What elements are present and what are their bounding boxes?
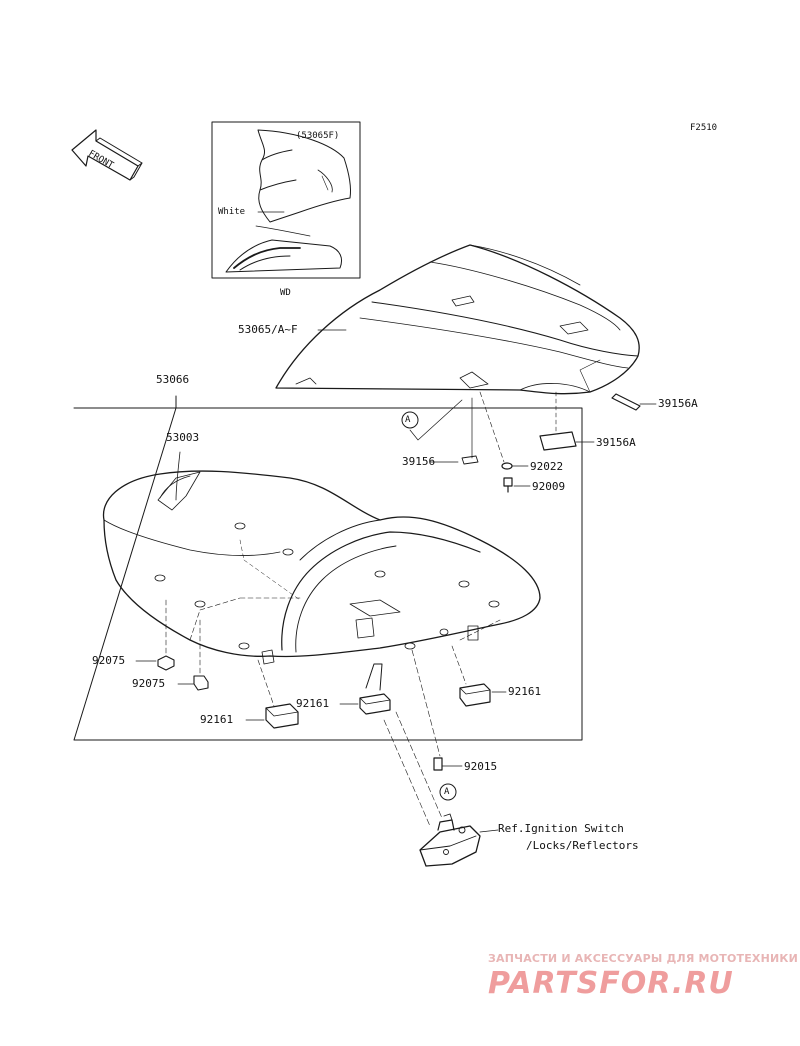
label-53065: 53065/A~F	[238, 323, 298, 336]
part-92075-nuts-drawing	[135, 599, 209, 691]
part-39156a-clip-drawing	[611, 393, 657, 411]
label-39156: 39156	[402, 455, 436, 468]
fastener-stack-drawing	[429, 391, 531, 493]
label-92075-b: 92075	[132, 677, 166, 690]
label-92161-right: 92161	[508, 685, 542, 698]
part-92161-dampers-drawing	[245, 645, 507, 729]
seat-cowl-drawing	[275, 244, 640, 395]
label-39156a-top: 39156A	[658, 397, 698, 410]
inset-frame	[211, 121, 361, 279]
label-53066: 53066	[156, 373, 190, 386]
label-92022: 92022	[530, 460, 564, 473]
marker-a-top-circle	[401, 411, 419, 429]
label-ref-line1: Ref.Ignition Switch	[498, 822, 624, 835]
marker-a-bottom-circle	[439, 783, 457, 801]
label-39156a-mid: 39156A	[596, 436, 636, 449]
inset-caption: WD	[280, 288, 291, 298]
lock-mechanism-drawing	[419, 813, 499, 867]
inset-part-label: (53065F)	[296, 131, 340, 141]
front-arrow-icon	[71, 129, 143, 181]
figure-code: F2510	[690, 123, 718, 133]
watermark-brand: PARTSFOR.RU	[488, 966, 734, 1001]
watermark-tagline: ЗАПЧАСТИ И АКСЕССУАРЫ ДЛЯ МОТОТЕХНИКИ	[488, 952, 798, 965]
inset-cowl-drawing	[225, 129, 351, 273]
label-92161-left: 92161	[200, 713, 234, 726]
marker-a-top: A	[405, 415, 411, 425]
part-92015-bolt-drawing	[433, 757, 463, 771]
label-53003: 53003	[166, 431, 200, 444]
label-92015: 92015	[464, 760, 498, 773]
label-ref-line2: /Locks/Reflectors	[526, 839, 639, 852]
marker-a-bottom: A	[444, 787, 450, 797]
seat-drawing	[102, 451, 541, 665]
inset-color-label: White	[218, 207, 246, 217]
label-92009: 92009	[532, 480, 566, 493]
label-92075-a: 92075	[92, 654, 126, 667]
part-39156a-pad-drawing	[539, 391, 595, 451]
seat-assembly-frame	[73, 395, 583, 741]
label-92161-mid: 92161	[296, 697, 330, 710]
